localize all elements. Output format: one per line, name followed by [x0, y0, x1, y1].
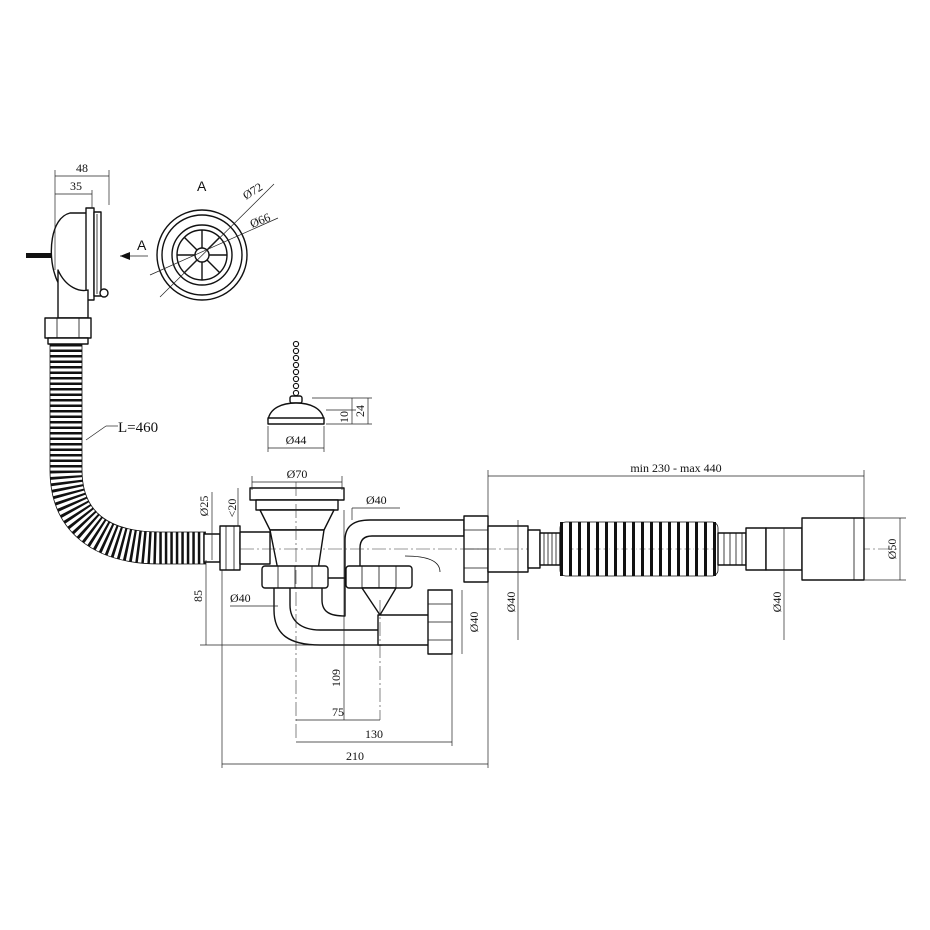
- overflow-screw: [99, 288, 109, 298]
- dim-inlet-25: Ø25: [197, 496, 211, 517]
- dim-height-109: 109: [329, 669, 343, 687]
- dim-plug-24: 24: [353, 405, 367, 417]
- overflow-dome: [50, 212, 89, 297]
- plug-with-chain: Ø44 10 24: [267, 340, 372, 452]
- dim-flex-length: min 230 - max 440: [630, 461, 721, 475]
- view-arrow-letter: A: [137, 237, 147, 253]
- plug-chain: [292, 340, 300, 397]
- overflow-flange-rim: [93, 211, 102, 297]
- view-a-grill: A Ø72 Ø66: [149, 178, 279, 301]
- socket-50: [801, 517, 865, 581]
- dim-plug-10: 10: [337, 411, 351, 423]
- dim-trap-40-left: Ø40: [230, 591, 251, 605]
- dim-grill-72: Ø72: [240, 180, 265, 203]
- main-dimensions: Ø70 <20 Ø25 Ø40 Ø40 Ø40 Ø40 Ø40 Ø50 min: [191, 461, 906, 768]
- dim-len-130: 130: [365, 727, 383, 741]
- overflow-flange: [85, 207, 95, 301]
- trap-cone: [361, 587, 397, 616]
- flex-thread-left: [539, 532, 561, 566]
- dim-grill-66: Ø66: [248, 210, 272, 231]
- outlet-body: [269, 529, 325, 571]
- outlet-flex-hose: [527, 517, 865, 581]
- trap-body: [203, 482, 900, 740]
- inlet-nut: [219, 525, 241, 571]
- dim-len-210: 210: [346, 749, 364, 763]
- dim-trap-40-top: Ø40: [366, 493, 387, 507]
- view-a-label: A: [197, 178, 207, 194]
- dim-union-40: Ø40: [504, 592, 518, 613]
- inlet-pipe: [239, 531, 271, 565]
- dim-35: 35: [70, 179, 82, 193]
- overflow-cable: [26, 253, 58, 258]
- overflow-elbow: [57, 269, 89, 319]
- hose-corrugation: [50, 344, 206, 564]
- dim-hose-length: L=460: [118, 420, 158, 436]
- side-branch-pipe: [377, 614, 431, 646]
- dim-48: 48: [76, 161, 88, 175]
- view-arrow-head: [120, 252, 130, 260]
- dim-flex-40: Ø40: [770, 592, 784, 613]
- dim-len-75: 75: [332, 705, 344, 719]
- overflow-flex-hose: L=460: [49, 344, 206, 565]
- dim-height-85: 85: [191, 590, 205, 602]
- outlet-flange: [249, 487, 345, 501]
- dim-outlet-70: Ø70: [287, 467, 308, 481]
- overflow-nut: [44, 317, 92, 339]
- dim-outlet-20: <20: [225, 499, 239, 518]
- overflow-assembly: 48 35 A: [26, 161, 148, 345]
- plug-cap: [267, 402, 325, 421]
- dim-socket-50: Ø50: [885, 539, 899, 560]
- dim-side-40: Ø40: [467, 612, 481, 633]
- dim-plug-44: Ø44: [286, 433, 307, 447]
